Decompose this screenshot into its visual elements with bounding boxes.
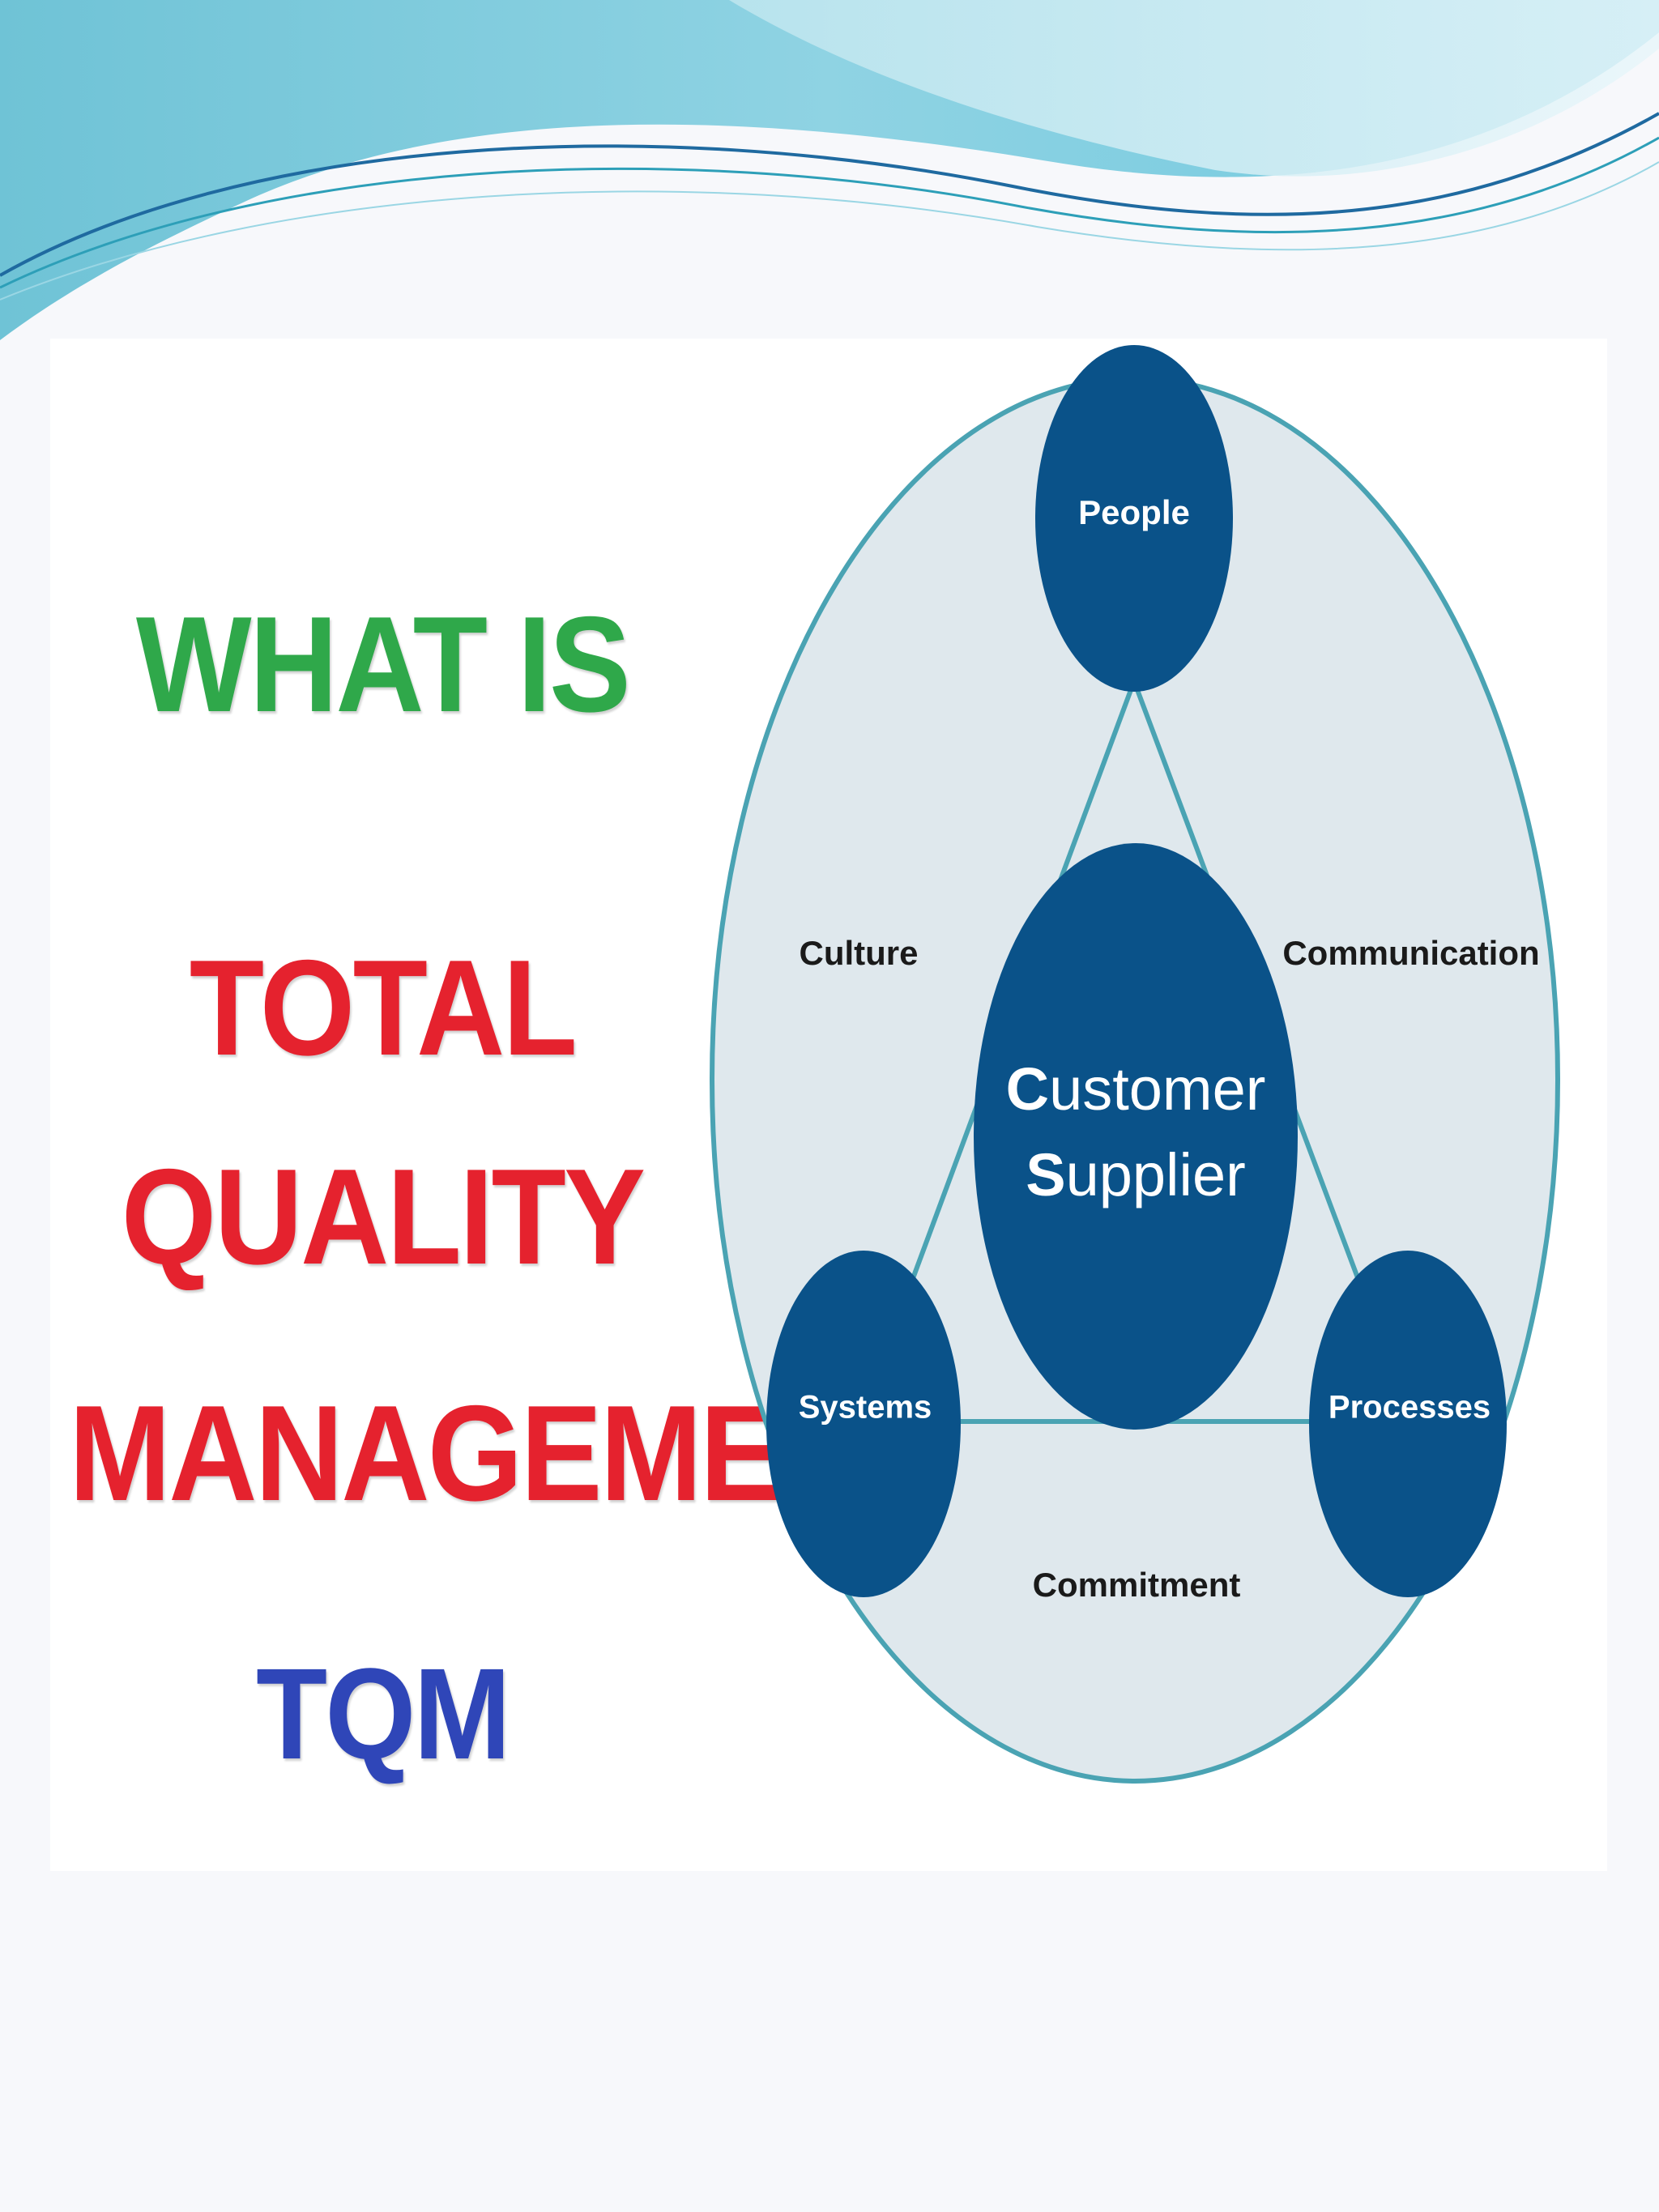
node-processes bbox=[1309, 1251, 1507, 1597]
title-what-is: WHAT IS bbox=[135, 588, 631, 740]
center-label-customer: Customer bbox=[1006, 1055, 1266, 1123]
header-wave-decoration bbox=[0, 0, 1659, 340]
center-rest-supplier: upplier bbox=[1066, 1141, 1246, 1208]
label-culture: Culture bbox=[800, 934, 919, 972]
node-people-label: People bbox=[1078, 493, 1190, 531]
label-commitment: Commitment bbox=[1033, 1566, 1241, 1604]
center-initial-s: S bbox=[1026, 1141, 1065, 1208]
node-people bbox=[1035, 345, 1233, 692]
title-tqm: TQM bbox=[256, 1641, 511, 1786]
tqm-diagram: People Systems Processes Customer Suppli… bbox=[710, 345, 1560, 1784]
slide-image-panel: WHAT IS TOTAL QUALITY MANAGEMENT TQM Peo… bbox=[50, 339, 1607, 1871]
center-label-supplier: Supplier bbox=[1026, 1141, 1246, 1208]
center-initial-c: C bbox=[1006, 1055, 1049, 1123]
node-systems-label: Systems bbox=[799, 1390, 932, 1426]
label-communication: Communication bbox=[1282, 934, 1539, 972]
node-systems bbox=[766, 1251, 961, 1597]
node-customer-supplier bbox=[974, 843, 1298, 1430]
title-quality: QUALITY bbox=[121, 1140, 646, 1293]
title-total: TOTAL bbox=[189, 931, 578, 1084]
center-rest-customer: ustomer bbox=[1049, 1055, 1265, 1123]
node-processes-label: Processes bbox=[1328, 1390, 1491, 1426]
